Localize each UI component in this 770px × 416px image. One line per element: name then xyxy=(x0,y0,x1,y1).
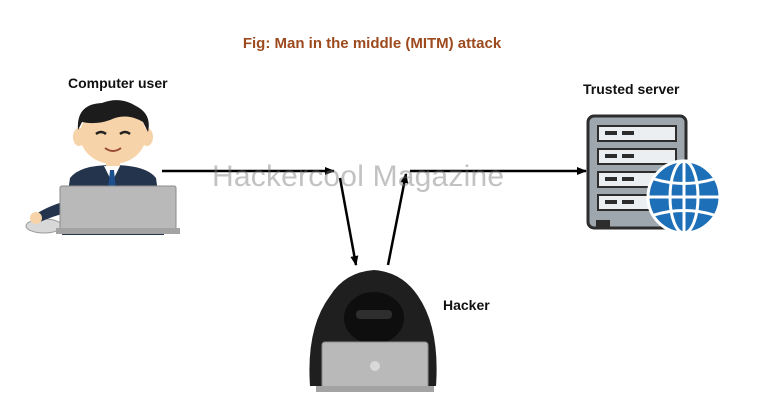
computer-user-icon xyxy=(25,100,180,235)
attack-flow-arrows xyxy=(162,167,587,266)
hacker-icon xyxy=(309,270,437,392)
globe-icon xyxy=(646,159,722,235)
arrow-hacker-to-relay xyxy=(386,173,409,266)
computer-user-label: Computer user xyxy=(68,75,168,91)
figure-title: Fig: Man in the middle (MITM) attack xyxy=(242,35,502,52)
trusted-server-label: Trusted server xyxy=(583,81,680,97)
watermark-text: Hackercool Magazine xyxy=(212,160,505,193)
arrow-intercept-to-hacker xyxy=(338,177,359,266)
hacker-label: Hacker xyxy=(443,297,490,313)
